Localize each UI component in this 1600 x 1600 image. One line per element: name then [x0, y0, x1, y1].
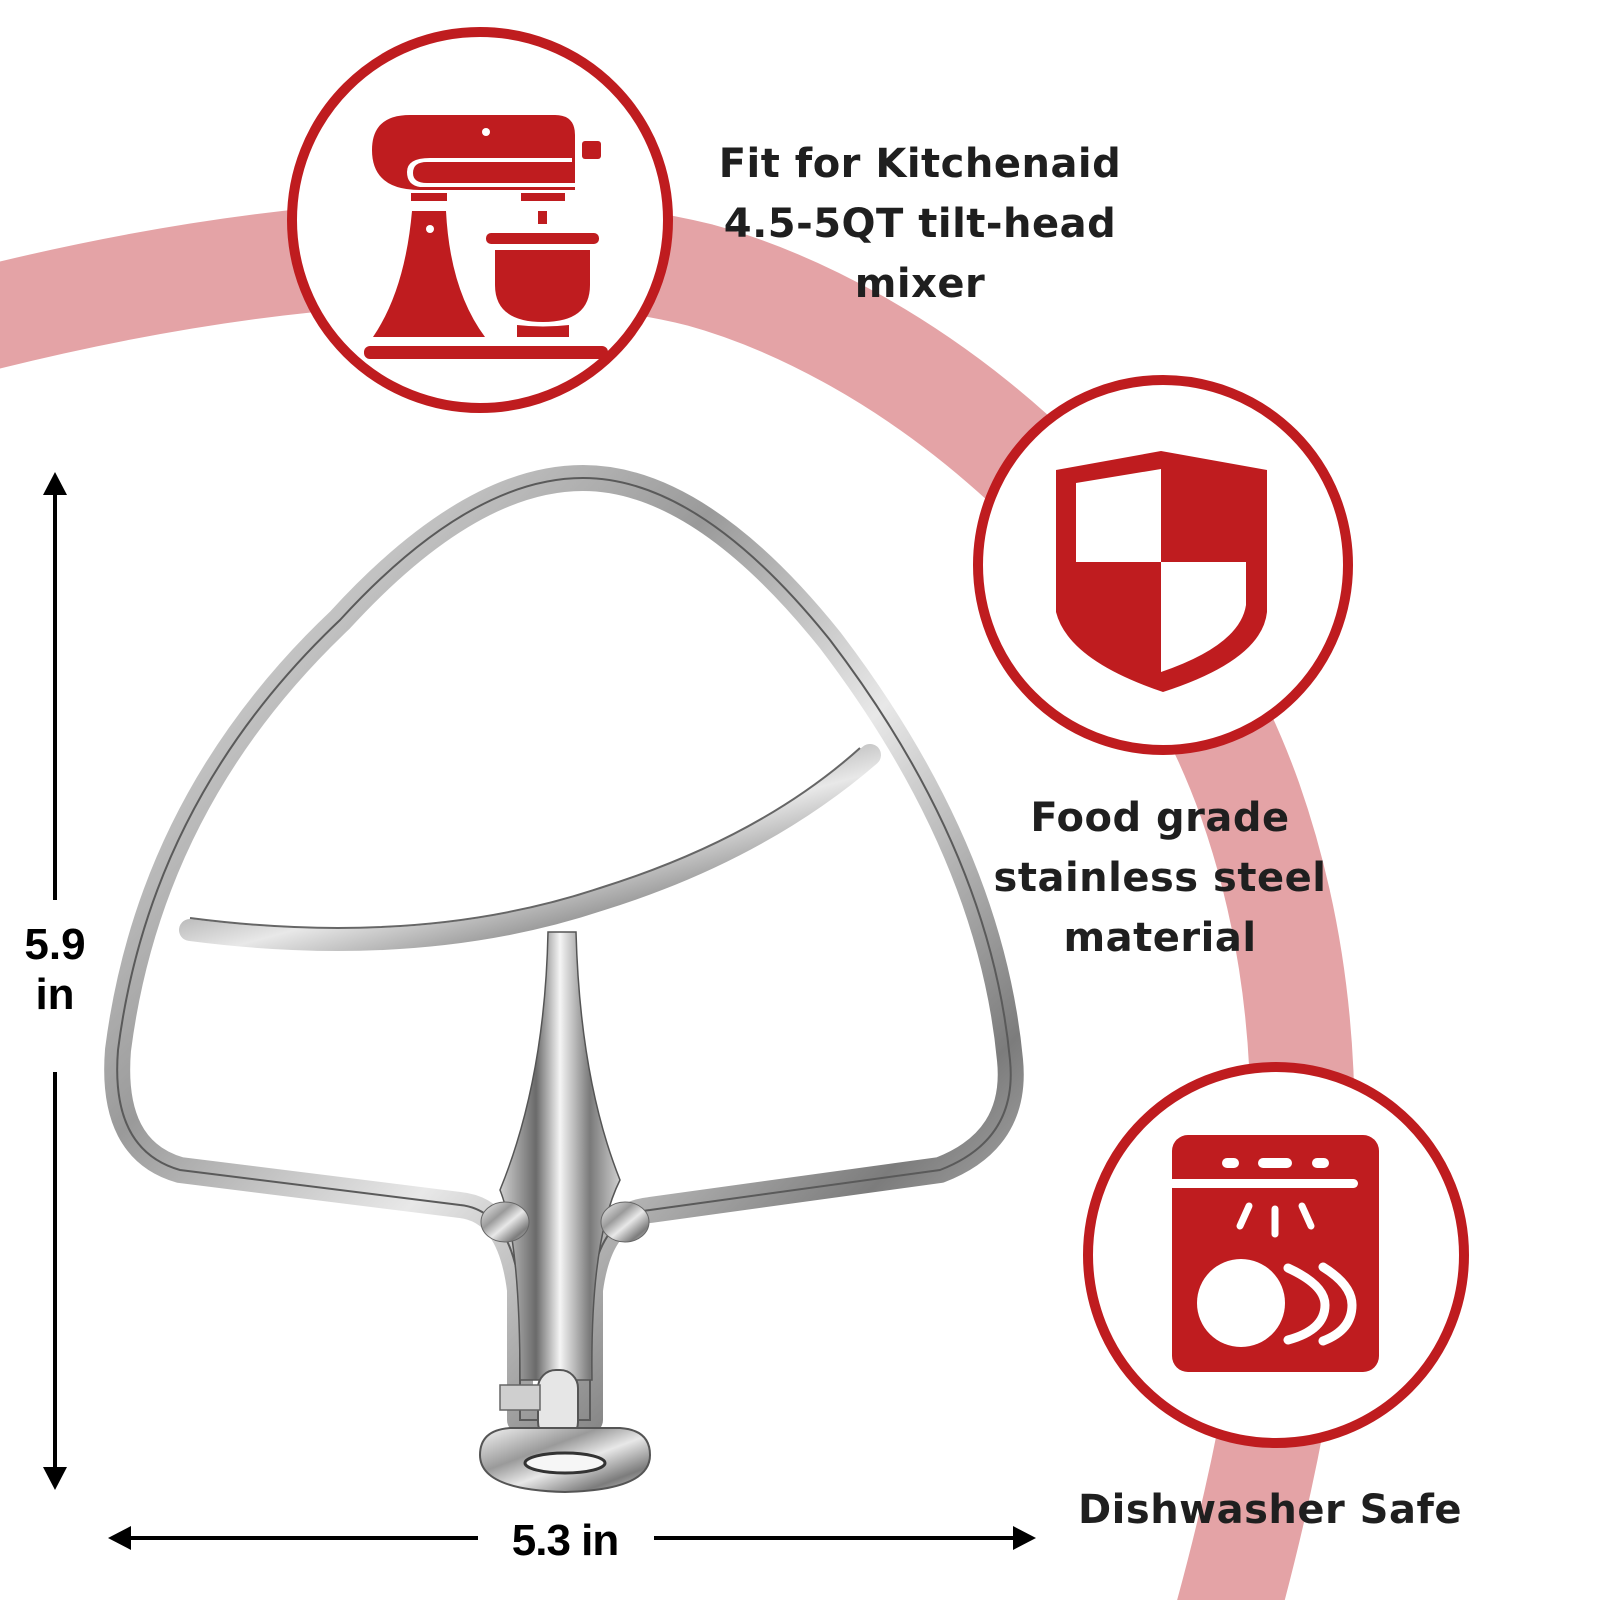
height-value: 5.9	[24, 920, 86, 969]
width-dimension-label: 5.3 in	[511, 1516, 620, 1565]
feature-line: Food grade	[1030, 795, 1290, 841]
dishwasher-icon	[1168, 1135, 1379, 1372]
feature-line: stainless steel	[993, 855, 1327, 901]
arrow-right-icon	[1013, 1526, 1036, 1550]
feature-line: Fit for Kitchenaid	[718, 141, 1122, 187]
arrow-up-icon	[43, 472, 67, 495]
feature-line: 4.5-5QT tilt-head	[723, 201, 1117, 247]
height-arrow	[43, 472, 67, 1490]
feature-line: material	[1063, 915, 1257, 961]
height-unit: in	[35, 970, 75, 1019]
arrow-left-icon	[108, 1526, 131, 1550]
width-arrow	[108, 1526, 1036, 1550]
feature-line: mixer	[854, 261, 986, 307]
feature-text-compatibility: Fit for Kitchenaid 4.5-5QT tilt-head mix…	[710, 134, 1130, 314]
feature-text-material: Food grade stainless steel material	[990, 788, 1330, 968]
height-dimension-label: 5.9 in	[10, 920, 100, 1020]
feature-text-dishwasher: Dishwasher Safe	[1070, 1480, 1470, 1540]
arrow-down-icon	[43, 1467, 67, 1490]
stand-mixer-icon	[364, 115, 608, 359]
feature-line: Dishwasher Safe	[1077, 1487, 1463, 1533]
shield-icon	[1056, 451, 1267, 692]
